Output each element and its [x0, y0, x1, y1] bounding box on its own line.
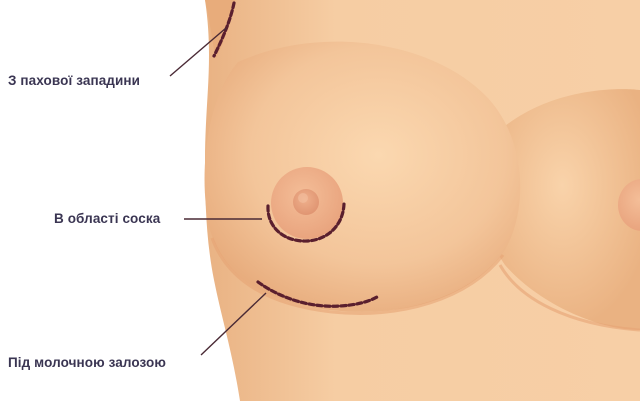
label-underbreast: Під молочною залозою	[8, 355, 166, 370]
leader-armpit	[169, 27, 227, 77]
leader-underbreast	[200, 292, 267, 356]
armpit-fold	[205, 0, 235, 58]
incision-periareolar	[266, 202, 346, 243]
right-breast	[484, 89, 640, 330]
left-breast	[204, 41, 521, 312]
incision-inframammary	[256, 280, 379, 308]
incision-armpit	[212, 1, 236, 58]
label-armpit: З пахової западини	[8, 73, 141, 88]
right-areola	[618, 179, 640, 231]
label-nipple: В області соска	[54, 211, 161, 226]
